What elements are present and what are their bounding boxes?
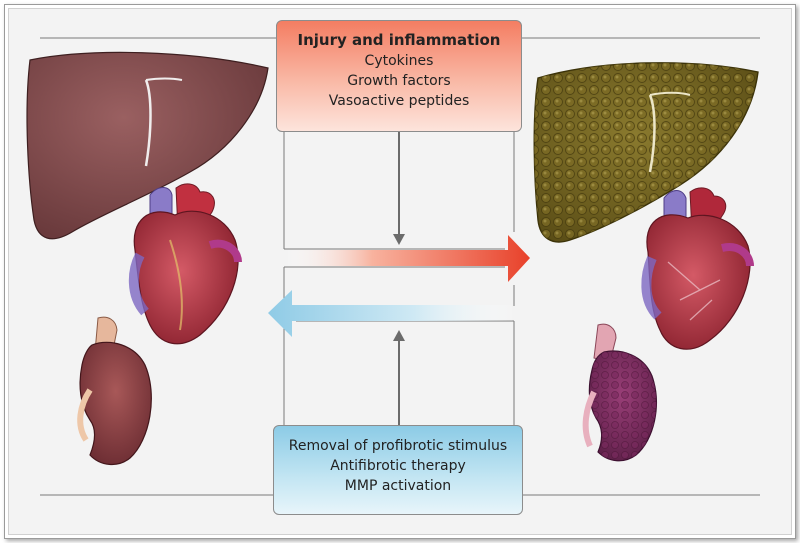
recovery-item-mmp: MMP activation: [344, 478, 452, 494]
recovery-box: Removal of profibrotic stimulus Antifibr…: [273, 425, 523, 515]
up-arrow-icon: [393, 330, 405, 425]
fibrotic-kidney-icon: [582, 323, 657, 462]
recovery-arrow-icon: [268, 290, 512, 337]
injury-inflammation-box: Injury and inflammation Cytokines Growth…: [276, 20, 522, 132]
injury-box-title: Injury and inflammation: [297, 31, 501, 49]
fibrotic-heart-icon: [641, 187, 754, 350]
injury-arrow-icon: [288, 235, 530, 282]
injury-item-vasoactive-peptides: Vasoactive peptides: [328, 93, 470, 109]
fibrotic-liver-icon: [533, 62, 759, 243]
recovery-item-removal: Removal of profibrotic stimulus: [288, 438, 508, 454]
injury-item-growth-factors: Growth factors: [347, 73, 451, 89]
down-arrow-icon: [393, 132, 405, 245]
injury-item-cytokines: Cytokines: [364, 53, 434, 69]
recovery-item-antifibrotic: Antifibrotic therapy: [330, 458, 466, 474]
kidney-icon: [77, 316, 152, 465]
heart-icon: [128, 183, 242, 345]
liver-icon: [26, 51, 269, 240]
